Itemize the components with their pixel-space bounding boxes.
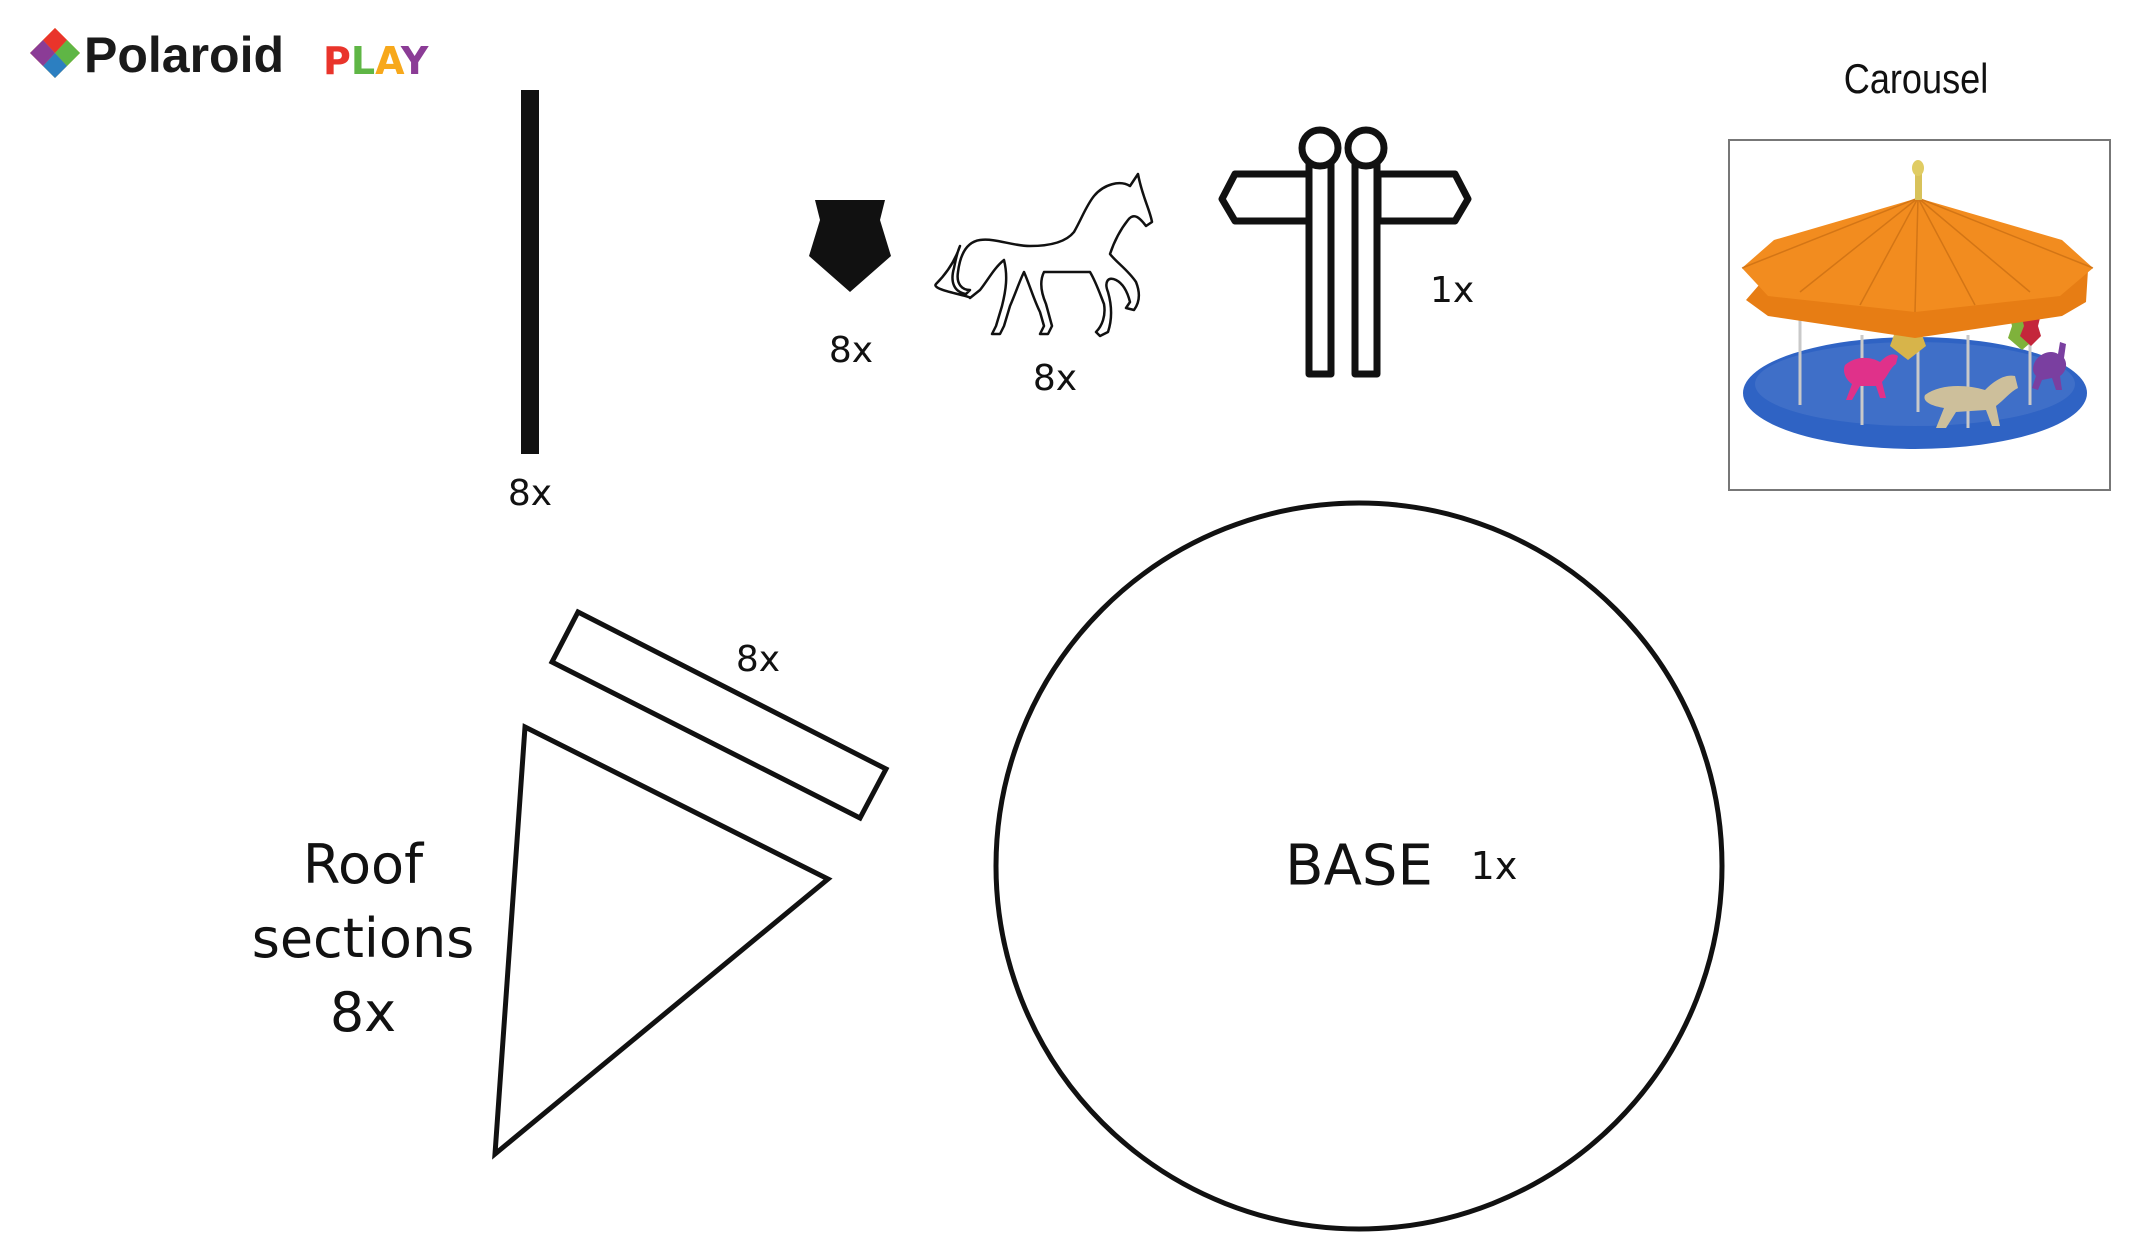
base-part: BASE 1x <box>993 500 1725 1232</box>
base-circle <box>993 500 1725 1232</box>
logo-play-letter: Y <box>400 39 429 83</box>
logo-play-letter: A <box>375 39 405 83</box>
roof-strip-shape <box>548 608 890 822</box>
carousel-illustration <box>1741 160 2094 449</box>
preview-horse-icon <box>1924 375 2018 428</box>
carousel-preview: Carousel <box>1728 57 2111 491</box>
base-label: BASE <box>1285 834 1433 899</box>
roof-section-label-line2: sections <box>252 907 475 970</box>
roof-section-label-line1: Roof <box>303 833 425 896</box>
post-arm-left <box>1218 170 1316 225</box>
horse-part: 8x <box>934 172 1154 399</box>
polaroid-play-logo: Polaroid PLAY <box>30 27 429 83</box>
logo-play-letter: P <box>323 39 351 83</box>
preview-horse-icon <box>2032 342 2067 390</box>
roof-section-part: Roof sections 8x <box>252 723 833 1160</box>
post-arm-right <box>1374 170 1472 225</box>
roof-section-qty: 8x <box>330 981 396 1044</box>
post-knob-left <box>1298 126 1342 170</box>
preview-roof <box>1742 198 2093 312</box>
pole-part: 8x <box>508 90 552 514</box>
post-stem-left <box>1305 144 1335 378</box>
preview-horse-icon <box>1843 354 1898 400</box>
horse-outline-shape <box>934 172 1154 338</box>
roof-strip-part: 8x <box>548 608 890 822</box>
pole-shape <box>521 90 539 454</box>
post-knob-right <box>1344 126 1388 170</box>
logo-play-text: PLAY <box>323 39 429 83</box>
center-post-qty: 1x <box>1430 270 1474 311</box>
preview-base-disc <box>1743 337 2087 449</box>
pole-qty: 8x <box>508 473 552 514</box>
roof-strip-qty: 8x <box>736 639 780 680</box>
post-stem-right <box>1351 144 1381 378</box>
logo-brand-text: Polaroid <box>84 27 284 83</box>
base-qty: 1x <box>1471 844 1518 888</box>
shield-shape <box>809 200 891 292</box>
shield-qty: 8x <box>829 330 873 371</box>
shield-part: 8x <box>809 200 891 371</box>
roof-section-triangle <box>492 723 833 1160</box>
logo-diamond-icon <box>30 28 80 78</box>
center-post-part <box>1218 126 1472 378</box>
horse-qty: 8x <box>1033 358 1077 399</box>
preview-title: Carousel <box>1844 57 1988 103</box>
logo-play-letter: L <box>351 39 375 83</box>
